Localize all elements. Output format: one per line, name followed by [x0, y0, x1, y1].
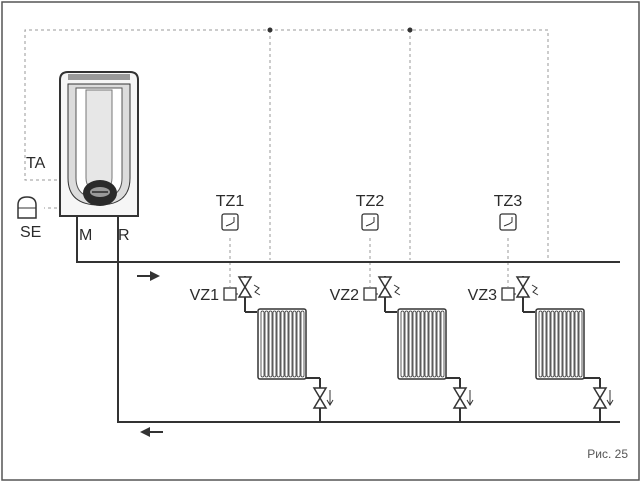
flow-arrow: [137, 271, 160, 281]
radiator-2: [385, 308, 460, 380]
zone-thermostat-2: [361, 213, 379, 231]
flow-label: M: [79, 227, 92, 244]
return-valve-3: [592, 387, 614, 409]
figure-caption: Рис. 25: [587, 447, 628, 461]
zone-thermostat-label-3: TZ3: [494, 193, 523, 210]
external-sensor: [17, 196, 37, 219]
return-valve-1: [312, 387, 334, 409]
radiator-3: [523, 308, 600, 380]
radiator-1: [245, 308, 320, 380]
zone-valve-3: [515, 276, 531, 298]
zone-actuator-3: [501, 287, 515, 301]
zone-thermostat-3: [499, 213, 517, 231]
zone-actuator-2: [363, 287, 377, 301]
external-sensor-label: SE: [20, 224, 41, 241]
wiring-junction: [267, 27, 273, 33]
zone-thermostat-1: [221, 213, 239, 231]
room-thermostat-label: TA: [26, 155, 46, 172]
zone-valve-2: [377, 276, 393, 298]
zone-valve-1: [237, 276, 253, 298]
zone-thermostat-label-1: TZ1: [216, 193, 245, 210]
return-valve-2: [452, 387, 474, 409]
zone-thermostat-label-2: TZ2: [356, 193, 385, 210]
wiring-junction: [407, 27, 413, 33]
zone-valve-label-1: VZ1: [190, 287, 219, 304]
zone-actuator-1: [223, 287, 237, 301]
return-label: R: [118, 227, 130, 244]
zone-valve-label-3: VZ3: [468, 287, 497, 304]
boiler: [59, 71, 139, 217]
zone-valve-label-2: VZ2: [330, 287, 359, 304]
return-arrow: [140, 427, 163, 437]
